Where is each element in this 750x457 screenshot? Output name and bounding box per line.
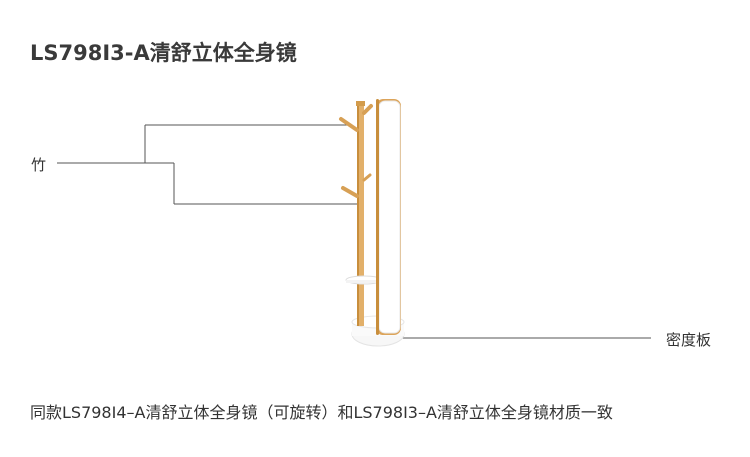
top-hook-right (362, 104, 373, 115)
mirror-glass (378, 100, 401, 334)
bamboo-post (357, 104, 364, 326)
footer-note: 同款LS798I4–A清舒立体全身镜（可旋转）和LS798I3–A清舒立体全身镜… (30, 403, 613, 422)
page-title: LS798I3-A清舒立体全身镜 (30, 41, 297, 65)
density-board-label: 密度板 (666, 331, 712, 349)
bamboo-callout-lines (57, 124, 358, 205)
middle-hook (341, 186, 359, 198)
top-hook (339, 117, 359, 132)
bamboo-label: 竹 (31, 156, 47, 174)
